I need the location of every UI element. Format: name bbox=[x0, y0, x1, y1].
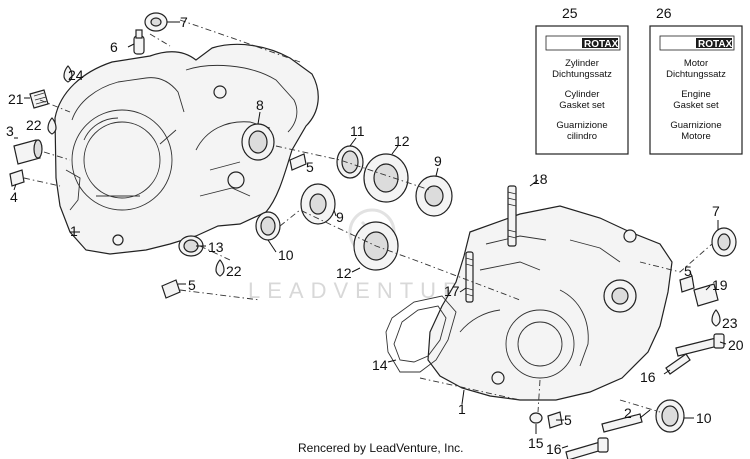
breather-fitting-6 bbox=[133, 29, 145, 55]
callout-10-left: 10 bbox=[278, 247, 294, 263]
drip-22-left bbox=[47, 117, 57, 135]
callout-7-right: 7 bbox=[712, 203, 720, 219]
callout-10-right: 10 bbox=[696, 410, 712, 426]
kit-card-line: Gasket set bbox=[673, 100, 719, 111]
seal-11 bbox=[336, 145, 364, 179]
callout-5-right: 5 bbox=[684, 263, 692, 279]
callout-24: 24 bbox=[68, 67, 84, 83]
callout-2: 2 bbox=[624, 405, 632, 421]
callout-16-bottom: 16 bbox=[546, 441, 562, 457]
kit-card-line: Dichtungssatz bbox=[552, 69, 612, 80]
dowel-pin-5-right bbox=[679, 275, 695, 293]
callout-11: 11 bbox=[350, 123, 365, 139]
kit-card-line: Engine bbox=[681, 89, 711, 100]
dowel-pin-5-mid bbox=[289, 153, 307, 171]
kit-card-line: Gasket set bbox=[559, 100, 605, 111]
kit-card-number: 26 bbox=[656, 5, 672, 21]
bolt-16-right bbox=[665, 353, 691, 375]
stud-18 bbox=[507, 185, 517, 247]
callout-9-left: 9 bbox=[336, 209, 344, 225]
bearing-9-left bbox=[300, 183, 336, 225]
right-crankcase-half bbox=[427, 205, 673, 401]
callout-23: 23 bbox=[722, 315, 738, 331]
leader-lines bbox=[13, 21, 727, 449]
callout-3: 3 bbox=[6, 123, 14, 139]
callout-14: 14 bbox=[372, 357, 388, 373]
callout-7-top: 7 bbox=[180, 14, 188, 30]
callout-4: 4 bbox=[10, 189, 18, 205]
oil-seal-7-right bbox=[711, 227, 737, 257]
callout-13: 13 bbox=[208, 239, 224, 255]
oil-seal-7-top bbox=[144, 12, 168, 32]
pin-2 bbox=[601, 413, 643, 433]
callout-9-right: 9 bbox=[434, 153, 442, 169]
oil-seal-10-right bbox=[655, 399, 685, 433]
kit-card-line: Zylinder bbox=[565, 58, 599, 69]
bolt-16-bottom bbox=[565, 437, 609, 459]
washer-15 bbox=[529, 412, 543, 424]
kit-card-number: 25 bbox=[562, 5, 578, 21]
callout-15: 15 bbox=[528, 435, 544, 451]
dowel-pin-5-bottom bbox=[547, 411, 563, 429]
kit-card-line: cilindro bbox=[567, 131, 597, 142]
callout-12-bottom: 12 bbox=[336, 265, 352, 281]
bearing-9-right bbox=[415, 175, 453, 217]
callout-18: 18 bbox=[532, 171, 548, 187]
oil-seal-10-left bbox=[255, 211, 281, 241]
callout-17: 17 bbox=[444, 283, 460, 299]
bushing-4 bbox=[9, 169, 25, 187]
kit-card-brand-logo: ROTAX bbox=[584, 39, 619, 50]
bearing-12-top bbox=[363, 153, 409, 203]
bushing-3 bbox=[13, 139, 43, 165]
kit-card-25: 25 ROTAX Zylinder Dichtungssatz Cylinder… bbox=[535, 5, 629, 155]
callout-19: 19 bbox=[712, 277, 728, 293]
stud-17 bbox=[465, 251, 474, 303]
kit-card-brand-logo: ROTAX bbox=[698, 39, 733, 50]
bearing-8 bbox=[241, 123, 275, 161]
callout-20: 20 bbox=[728, 337, 744, 353]
callout-5-bottom: 5 bbox=[564, 412, 572, 428]
callout-12-top: 12 bbox=[394, 133, 410, 149]
bolt-20 bbox=[675, 333, 725, 357]
drip-22-lower bbox=[215, 259, 225, 277]
plate-19 bbox=[693, 283, 719, 307]
drip-23 bbox=[711, 309, 721, 327]
callout-8: 8 bbox=[256, 97, 264, 113]
callout-6: 6 bbox=[110, 39, 118, 55]
render-credit: Rencered by LeadVenture, Inc. bbox=[298, 441, 463, 455]
kit-card-line: Dichtungssatz bbox=[666, 69, 726, 80]
callout-1-right: 1 bbox=[458, 401, 466, 417]
alignment-lines bbox=[23, 19, 713, 413]
callout-22-lower: 22 bbox=[226, 263, 242, 279]
gasket-14 bbox=[385, 295, 457, 373]
callout-1-left: 1 bbox=[70, 223, 78, 239]
kit-card-line: Motor bbox=[684, 58, 708, 69]
plug-21 bbox=[29, 89, 49, 109]
kit-card-line: Cylinder bbox=[565, 89, 600, 100]
watermark: LEADVENTURE bbox=[248, 208, 488, 303]
kit-card-line: Guarnizione bbox=[556, 120, 607, 131]
callout-22-left: 22 bbox=[26, 117, 42, 133]
callout-21: 21 bbox=[8, 91, 24, 107]
callout-5-left: 5 bbox=[188, 277, 196, 293]
callout-5-mid: 5 bbox=[306, 159, 314, 175]
kit-card-26: 26 ROTAX Motor Dichtungssatz Engine Gask… bbox=[649, 5, 743, 155]
kit-card-line: Guarnizione bbox=[670, 120, 721, 131]
kit-card-line: Motore bbox=[681, 131, 711, 142]
callout-numbers: 7 6 24 21 3 22 4 1 8 5 10 9 11 12 9 12 1… bbox=[6, 14, 744, 457]
left-crankcase-half bbox=[54, 43, 319, 255]
watermark-text: LEADVENTURE bbox=[248, 278, 488, 303]
callout-16-right: 16 bbox=[640, 369, 656, 385]
drip-24 bbox=[63, 65, 73, 83]
dowel-pin-5-left bbox=[161, 279, 181, 299]
